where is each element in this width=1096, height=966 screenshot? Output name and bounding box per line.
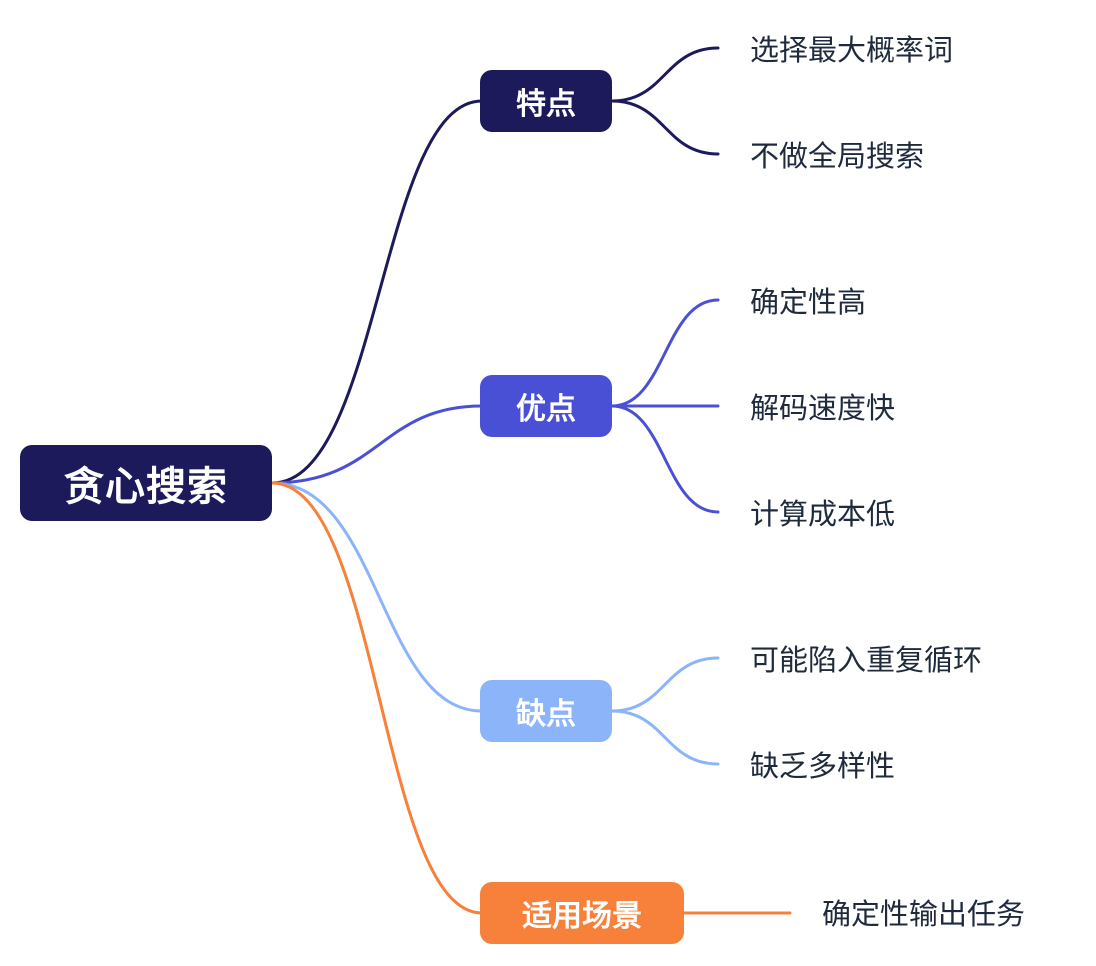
leaf-disadvantages-2[interactable]: 缺乏多样性 [750,749,896,783]
connector-advantages-leaf-3 [610,404,720,514]
connector-features-leaf-2 [610,99,720,156]
connector-disadvantages-leaf-1 [610,656,720,713]
connector-advantages-leaf-1 [610,298,720,408]
leaf-features-2[interactable]: 不做全局搜索 [750,139,925,173]
connector-root-use-cases [270,481,484,915]
leaf-disadvantages-1[interactable]: 可能陷入重复循环 [750,643,983,677]
connector-disadvantages-leaf-2 [610,709,720,766]
connector-root-disadvantages [270,481,484,713]
branch-use-cases[interactable]: 适用场景 [480,882,684,944]
branch-features[interactable]: 特点 [480,70,612,132]
leaf-use-cases-1[interactable]: 确定性输出任务 [822,897,1026,931]
connector-features-leaf-1 [610,46,720,103]
branch-advantages[interactable]: 优点 [480,375,612,437]
root-node[interactable]: 贪心搜索 [20,445,272,521]
leaf-advantages-2[interactable]: 解码速度快 [750,391,896,425]
leaf-advantages-1[interactable]: 确定性高 [750,285,867,319]
leaf-advantages-3[interactable]: 计算成本低 [750,497,896,531]
connector-root-features [270,99,484,485]
leaf-features-1[interactable]: 选择最大概率词 [750,33,954,67]
connector-root-advantages [270,404,484,485]
branch-disadvantages[interactable]: 缺点 [480,680,612,742]
